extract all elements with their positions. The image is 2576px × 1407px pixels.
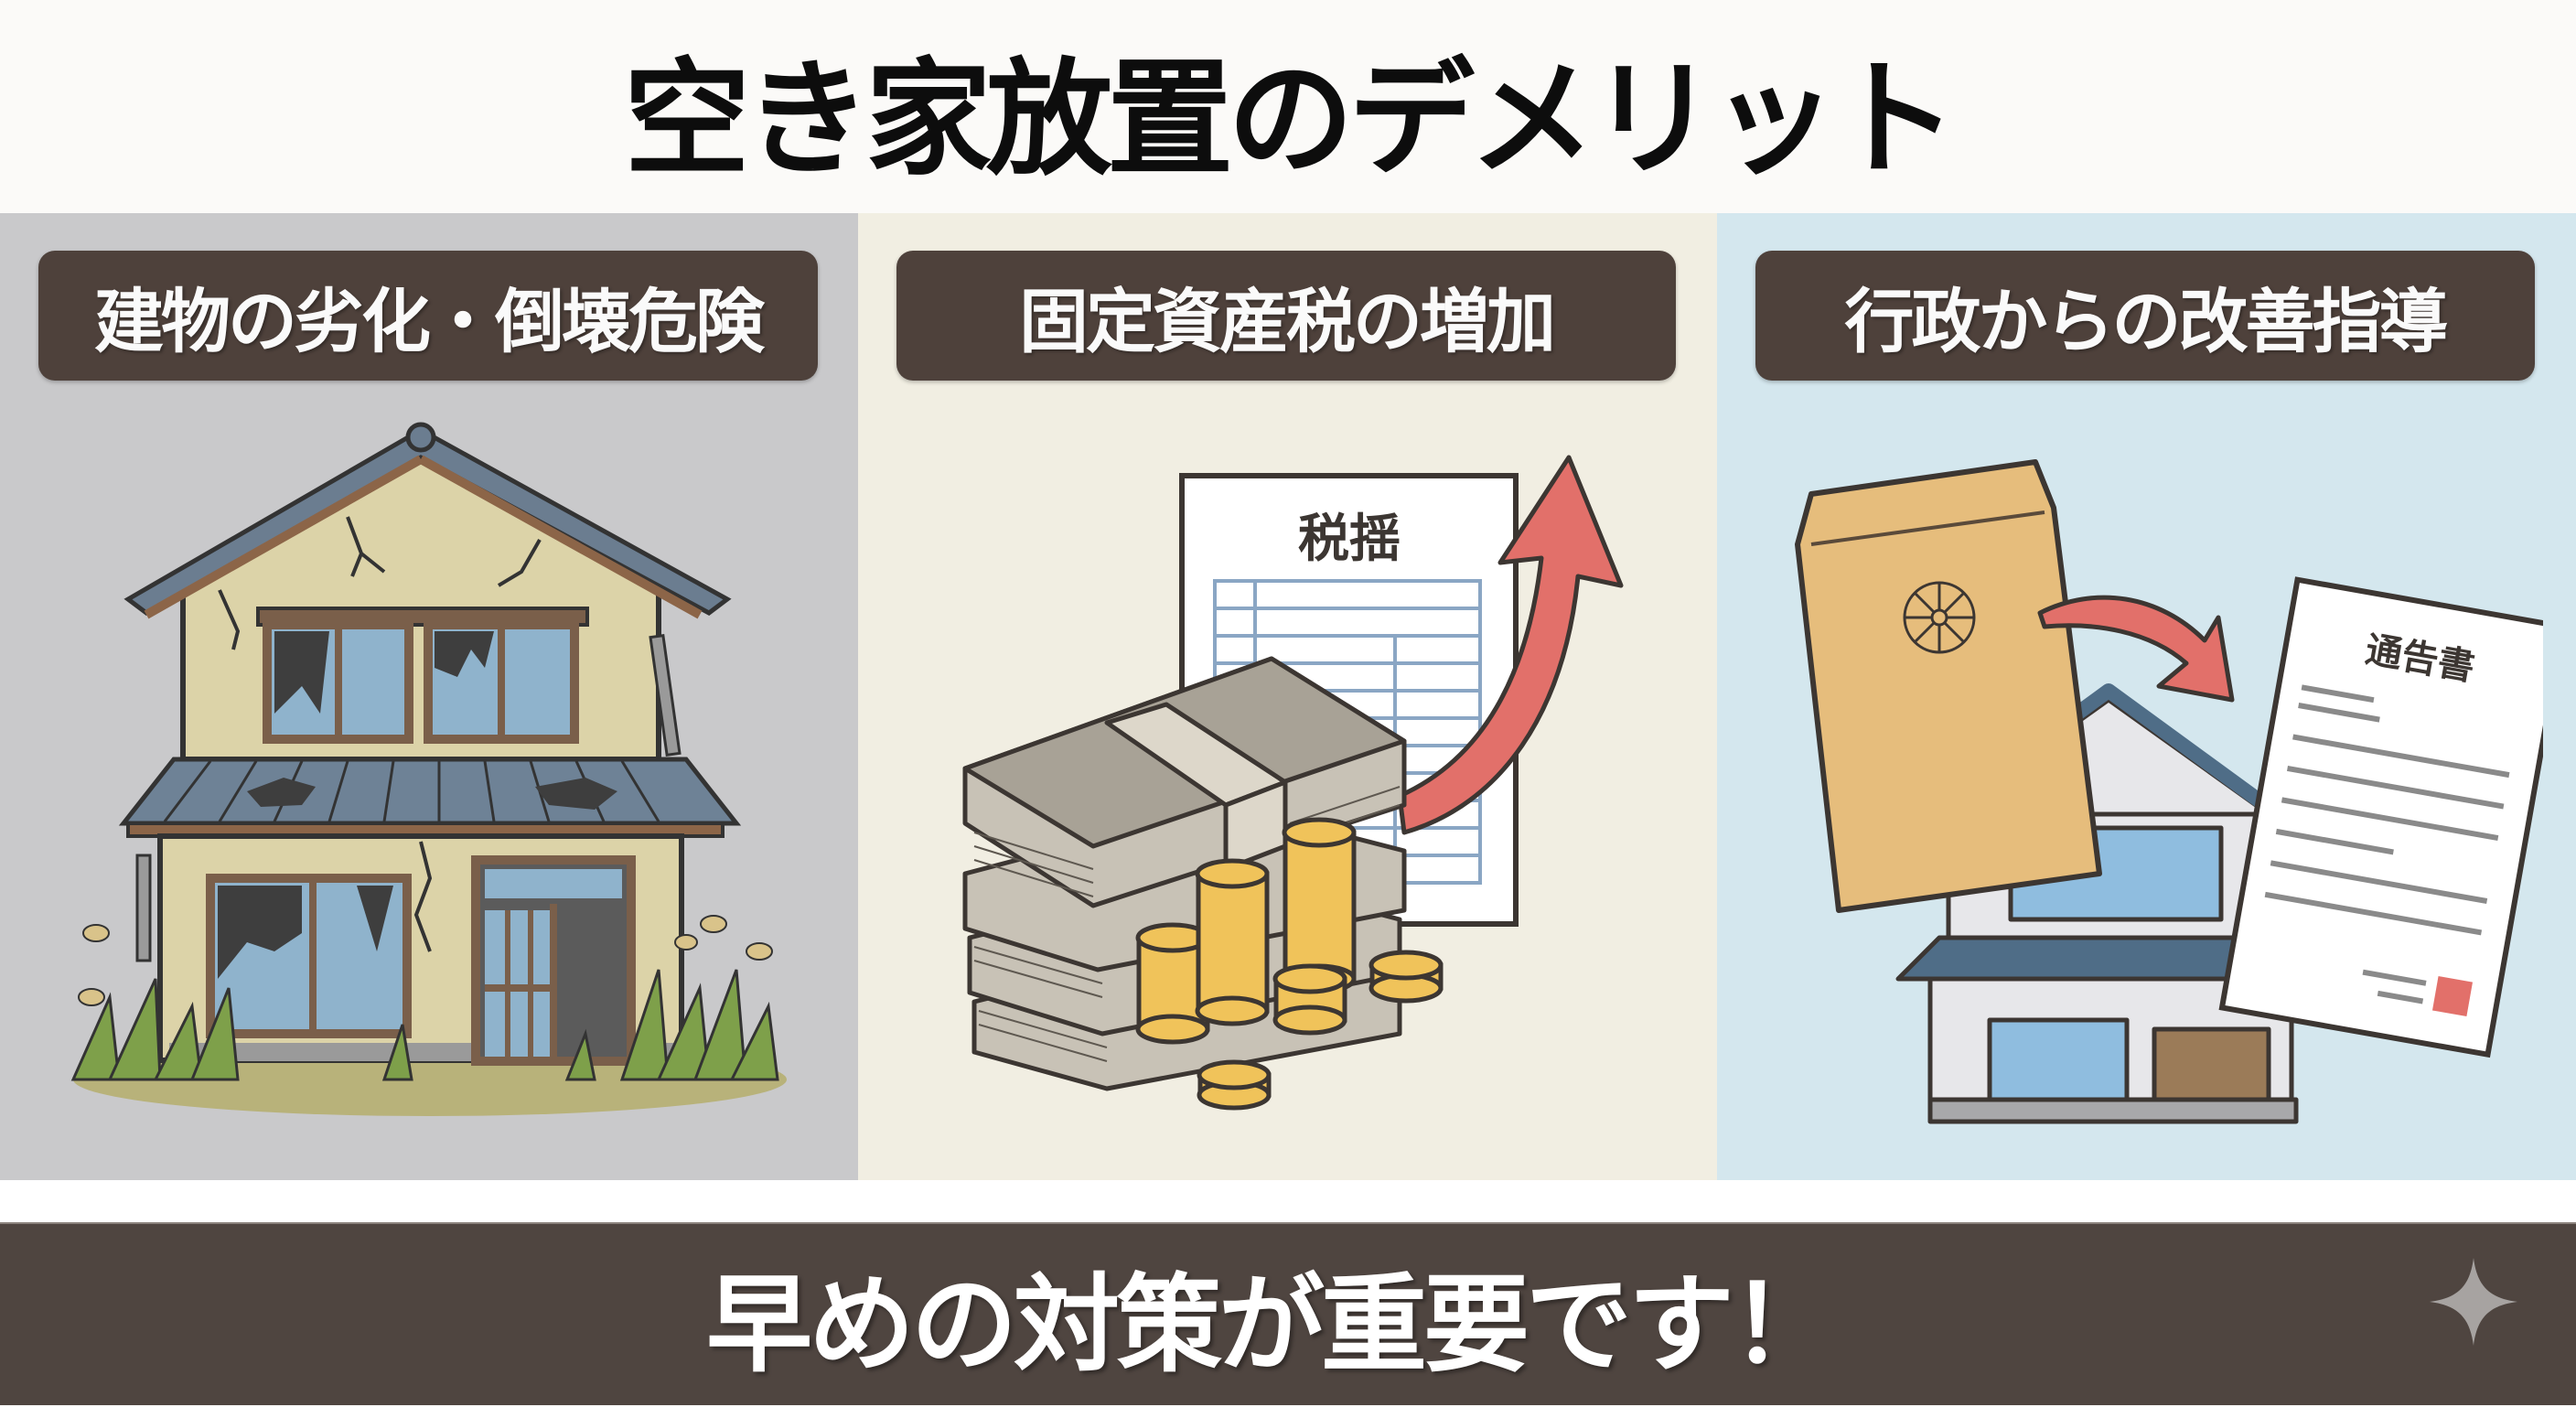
bottom-banner: 早めの対策が重要です！ — [0, 1222, 2576, 1405]
increase-arrow-icon — [1397, 455, 1624, 835]
dilapidated-house-icon — [70, 422, 787, 1116]
banner-message: 早めの対策が重要です！ — [706, 1263, 1837, 1387]
government-notice-icon: 通告書 — [1795, 459, 2543, 1124]
panels-row: 建物の劣化・倒壊危険 — [0, 213, 2576, 1180]
panel-government-guidance: 行政からの改善指導 — [1717, 213, 2576, 1180]
divider-strip — [0, 1180, 2576, 1222]
page-title: 空き家放置のデメリット — [623, 46, 1958, 193]
delivery-arrow-icon — [2037, 595, 2235, 703]
panel-label-text: 行政からの改善指導 — [1844, 281, 2449, 362]
panel-label: 固定資産税の増加 — [896, 251, 1676, 381]
panel-building-deterioration: 建物の劣化・倒壊危険 — [0, 213, 858, 1180]
panel-property-tax-increase: 固定資産税の増加 — [858, 213, 1717, 1180]
panel-label: 行政からの改善指導 — [1755, 251, 2535, 381]
panel-label-text: 建物の劣化・倒壊危険 — [94, 281, 765, 362]
envelope-icon — [1795, 459, 2102, 913]
notice-document-icon: 通告書 — [2218, 576, 2543, 1058]
panel-label-text: 固定資産税の増加 — [1019, 281, 1556, 362]
tax-document-heading: 税揺 — [1298, 510, 1401, 569]
tax-money-increase-icon: 税揺 — [962, 455, 1624, 1111]
sparkle-icon — [2430, 1258, 2517, 1346]
coin-stacks-icon — [1135, 817, 1444, 1111]
panel-label: 建物の劣化・倒壊危険 — [38, 251, 818, 381]
